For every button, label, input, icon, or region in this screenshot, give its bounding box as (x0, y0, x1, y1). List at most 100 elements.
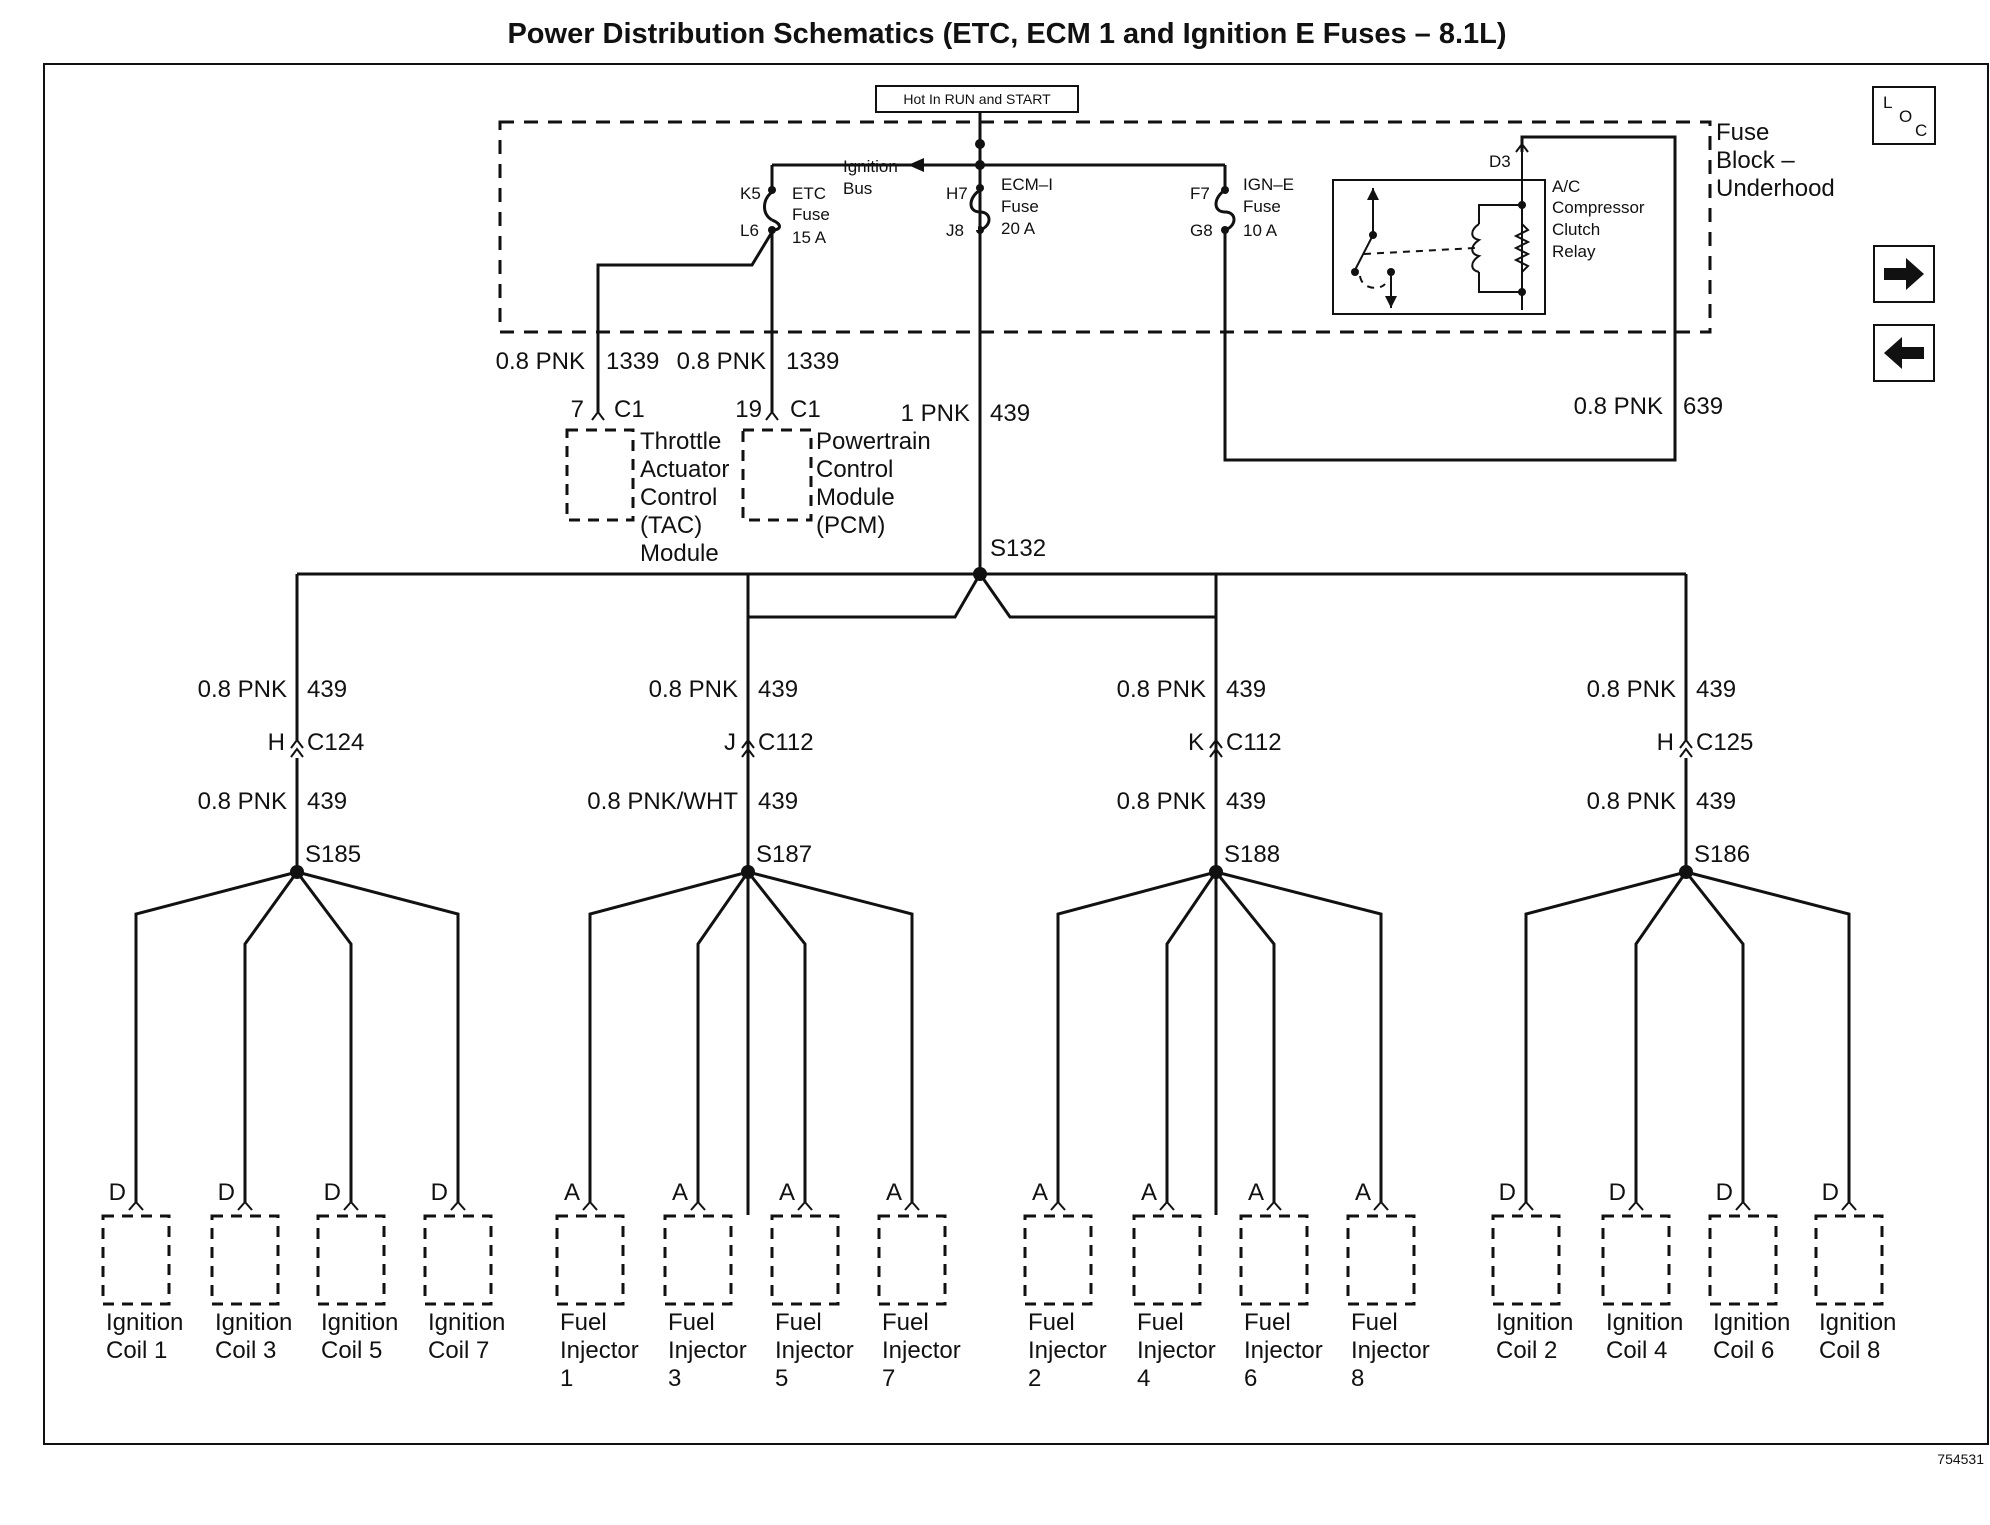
lower-wire-color: 0.8 PNK (1117, 788, 1206, 815)
tac-wire-label: 0.8 PNK 1339 (496, 348, 660, 375)
load-label: Fuel (1244, 1309, 1291, 1336)
svg-text:Underhood: Underhood (1716, 175, 1835, 202)
upper-wire-color: 0.8 PNK (649, 676, 738, 703)
load-label: Coil 7 (428, 1337, 489, 1364)
next-page-button[interactable] (1873, 245, 1935, 303)
svg-text:Bus: Bus (843, 179, 872, 198)
connector-icon (1209, 738, 1223, 749)
svg-text:H7: H7 (946, 184, 968, 203)
svg-text:L6: L6 (740, 221, 759, 240)
upper-wire-circuit: 439 (1226, 676, 1266, 703)
load-label: 8 (1351, 1365, 1364, 1392)
connector-icon (290, 738, 304, 749)
svg-text:10 A: 10 A (1243, 221, 1278, 240)
load-label: Fuel (882, 1309, 929, 1336)
load-pin: D (1499, 1179, 1516, 1206)
connector-id: C124 (307, 729, 364, 756)
load-pin: D (218, 1179, 235, 1206)
load-label: Injector (560, 1337, 639, 1364)
load-label: Coil 8 (1819, 1337, 1880, 1364)
main-wire-label: 1 PNK 439 (901, 400, 1030, 427)
connector-pin: K (1188, 729, 1204, 756)
connector-id: C125 (1696, 729, 1753, 756)
connector-pin: H (268, 729, 285, 756)
svg-text:Control: Control (640, 484, 717, 511)
lower-wire-color: 0.8 PNK/WHT (587, 788, 738, 815)
load-pin: A (672, 1179, 688, 1206)
hot-in-run-start-box: Hot In RUN and START (875, 85, 1079, 113)
lower-wire-color: 0.8 PNK (198, 788, 287, 815)
upper-wire-circuit: 439 (758, 676, 798, 703)
load-label: Fuel (1137, 1309, 1184, 1336)
load-label: Ignition (215, 1309, 292, 1336)
load-label: Fuel (775, 1309, 822, 1336)
upper-wire-circuit: 439 (1696, 676, 1736, 703)
lower-wire-circuit: 439 (307, 788, 347, 815)
load-label: Injector (1137, 1337, 1216, 1364)
load-pin: A (1141, 1179, 1157, 1206)
svg-text:Fuse: Fuse (1001, 197, 1039, 216)
upper-wire-color: 0.8 PNK (198, 676, 287, 703)
load-pin: D (1609, 1179, 1626, 1206)
svg-text:Ignition: Ignition (843, 157, 898, 176)
load-label: Ignition (1713, 1309, 1790, 1336)
svg-text:O: O (1899, 107, 1912, 126)
svg-text:A/C: A/C (1552, 177, 1580, 196)
lower-wire-circuit: 439 (1226, 788, 1266, 815)
svg-text:(PCM): (PCM) (816, 512, 885, 539)
load-label: 1 (560, 1365, 573, 1392)
lower-wire-circuit: 439 (1696, 788, 1736, 815)
load-label: Fuel (1351, 1309, 1398, 1336)
ignition-bus-label: Ignition Bus (843, 157, 898, 198)
splice-label: S186 (1694, 841, 1750, 868)
svg-text:J8: J8 (946, 221, 964, 240)
load-pin: A (564, 1179, 580, 1206)
svg-text:15 A: 15 A (792, 228, 827, 247)
svg-text:Compressor: Compressor (1552, 198, 1645, 217)
load-label: Ignition (428, 1309, 505, 1336)
svg-text:Fuse: Fuse (1243, 197, 1281, 216)
connector-id: C112 (1226, 729, 1282, 756)
lower-wire-color: 0.8 PNK (1587, 788, 1676, 815)
ign-e-fuse: F7 G8 IGN–E Fuse 10 A (1190, 165, 1294, 240)
splice-label: S187 (756, 841, 812, 868)
svg-text:L: L (1883, 93, 1892, 112)
svg-text:D3: D3 (1489, 152, 1511, 171)
load-label: Coil 4 (1606, 1337, 1667, 1364)
svg-text:7: 7 (571, 396, 584, 423)
previous-page-button[interactable] (1873, 324, 1935, 382)
load-pin: D (1716, 1179, 1733, 1206)
upper-wire-circuit: 439 (307, 676, 347, 703)
figure-number: 754531 (1937, 1451, 1984, 1467)
load-pin: A (1248, 1179, 1264, 1206)
load-pin: A (1355, 1179, 1371, 1206)
svg-text:Fuse: Fuse (1716, 119, 1769, 146)
splice-s132-label: S132 (990, 535, 1046, 562)
svg-text:19: 19 (735, 396, 762, 423)
svg-text:1 PNK: 1 PNK (901, 400, 970, 427)
left-arrow-icon (1884, 337, 1924, 369)
load-label: 6 (1244, 1365, 1257, 1392)
loc-icon[interactable]: L O C (1872, 86, 1936, 145)
load-pin: D (431, 1179, 448, 1206)
load-label: Fuel (560, 1309, 607, 1336)
svg-text:F7: F7 (1190, 184, 1210, 203)
